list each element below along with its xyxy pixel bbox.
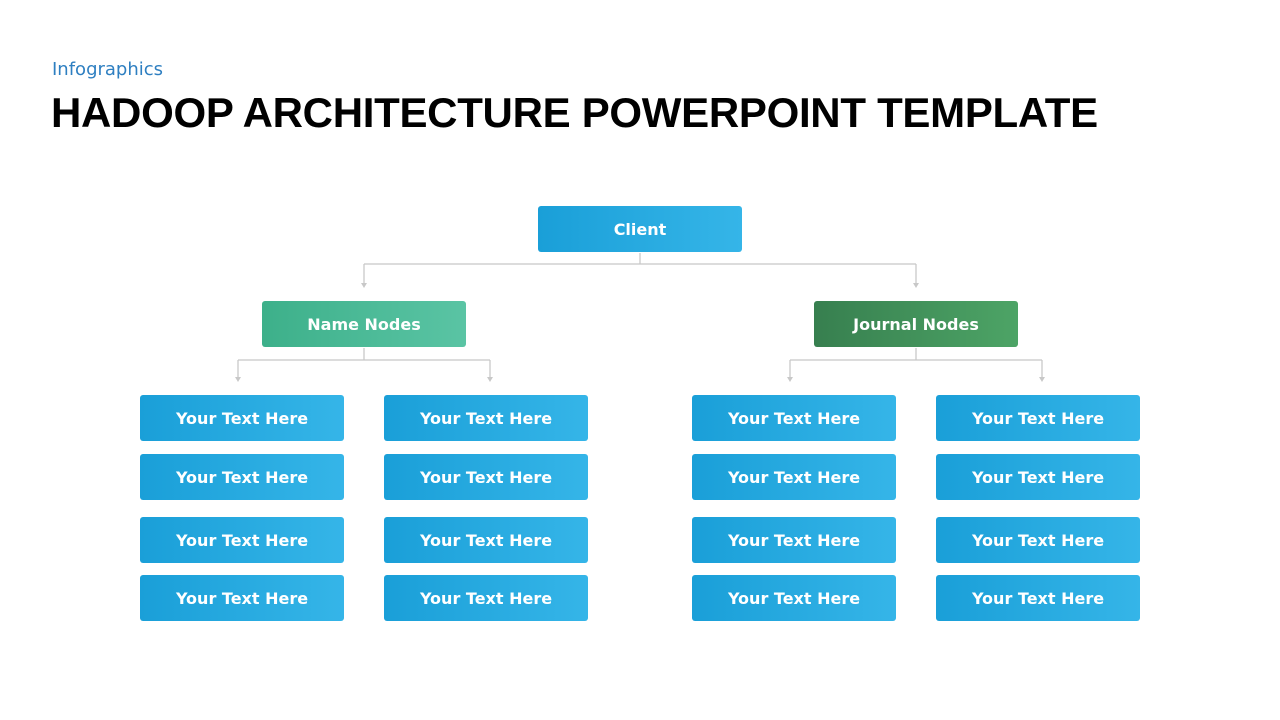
- leaf-label: Your Text Here: [175, 588, 309, 608]
- arrowhead-journal-right: [1039, 377, 1045, 382]
- journal-nodes-label: Journal Nodes: [853, 314, 979, 334]
- name-col2-box-1: Your Text Here: [384, 395, 588, 441]
- journal-col1-box-1: Your Text Here: [692, 395, 896, 441]
- leaf-label: Your Text Here: [419, 467, 553, 487]
- journal-nodes-box: Journal Nodes: [814, 301, 1018, 347]
- leaf-label: Your Text Here: [727, 588, 861, 608]
- slide-title: HADOOP ARCHITECTURE POWERPOINT TEMPLATE: [51, 89, 1098, 136]
- name-col2-box-4: Your Text Here: [384, 575, 588, 621]
- name-col2-box-3: Your Text Here: [384, 517, 588, 563]
- name-col1-box-4: Your Text Here: [140, 575, 344, 621]
- leaf-label: Your Text Here: [971, 408, 1105, 428]
- name-col1-box-2: Your Text Here: [140, 454, 344, 500]
- name-col1-box-3: Your Text Here: [140, 517, 344, 563]
- leaf-label: Your Text Here: [419, 588, 553, 608]
- leaf-label: Your Text Here: [419, 408, 553, 428]
- journal-col1-box-4: Your Text Here: [692, 575, 896, 621]
- arrowhead-name-nodes: [361, 283, 367, 288]
- leaf-label: Your Text Here: [175, 408, 309, 428]
- leaf-label: Your Text Here: [971, 588, 1105, 608]
- leaf-label: Your Text Here: [971, 467, 1105, 487]
- leaf-label: Your Text Here: [175, 467, 309, 487]
- leaf-label: Your Text Here: [727, 467, 861, 487]
- leaf-label: Your Text Here: [419, 530, 553, 550]
- leaf-label: Your Text Here: [727, 408, 861, 428]
- slide-subtitle: Infographics: [52, 59, 164, 80]
- client-label: Client: [613, 219, 667, 239]
- client-box: Client: [538, 206, 742, 252]
- arrowhead-journal-nodes: [913, 283, 919, 288]
- journal-col2-box-4: Your Text Here: [936, 575, 1140, 621]
- journal-col2-box-2: Your Text Here: [936, 454, 1140, 500]
- arrowhead-name-left: [235, 377, 241, 382]
- leaf-label: Your Text Here: [727, 530, 861, 550]
- arrowhead-name-right: [487, 377, 493, 382]
- name-col1-box-1: Your Text Here: [140, 395, 344, 441]
- journal-col2-box-3: Your Text Here: [936, 517, 1140, 563]
- name-col2-box-2: Your Text Here: [384, 454, 588, 500]
- journal-col1-box-2: Your Text Here: [692, 454, 896, 500]
- leaf-label: Your Text Here: [175, 530, 309, 550]
- name-nodes-box: Name Nodes: [262, 301, 466, 347]
- journal-col2-box-1: Your Text Here: [936, 395, 1140, 441]
- leaf-label: Your Text Here: [971, 530, 1105, 550]
- name-nodes-label: Name Nodes: [307, 314, 421, 334]
- arrowhead-journal-left: [787, 377, 793, 382]
- journal-col1-box-3: Your Text Here: [692, 517, 896, 563]
